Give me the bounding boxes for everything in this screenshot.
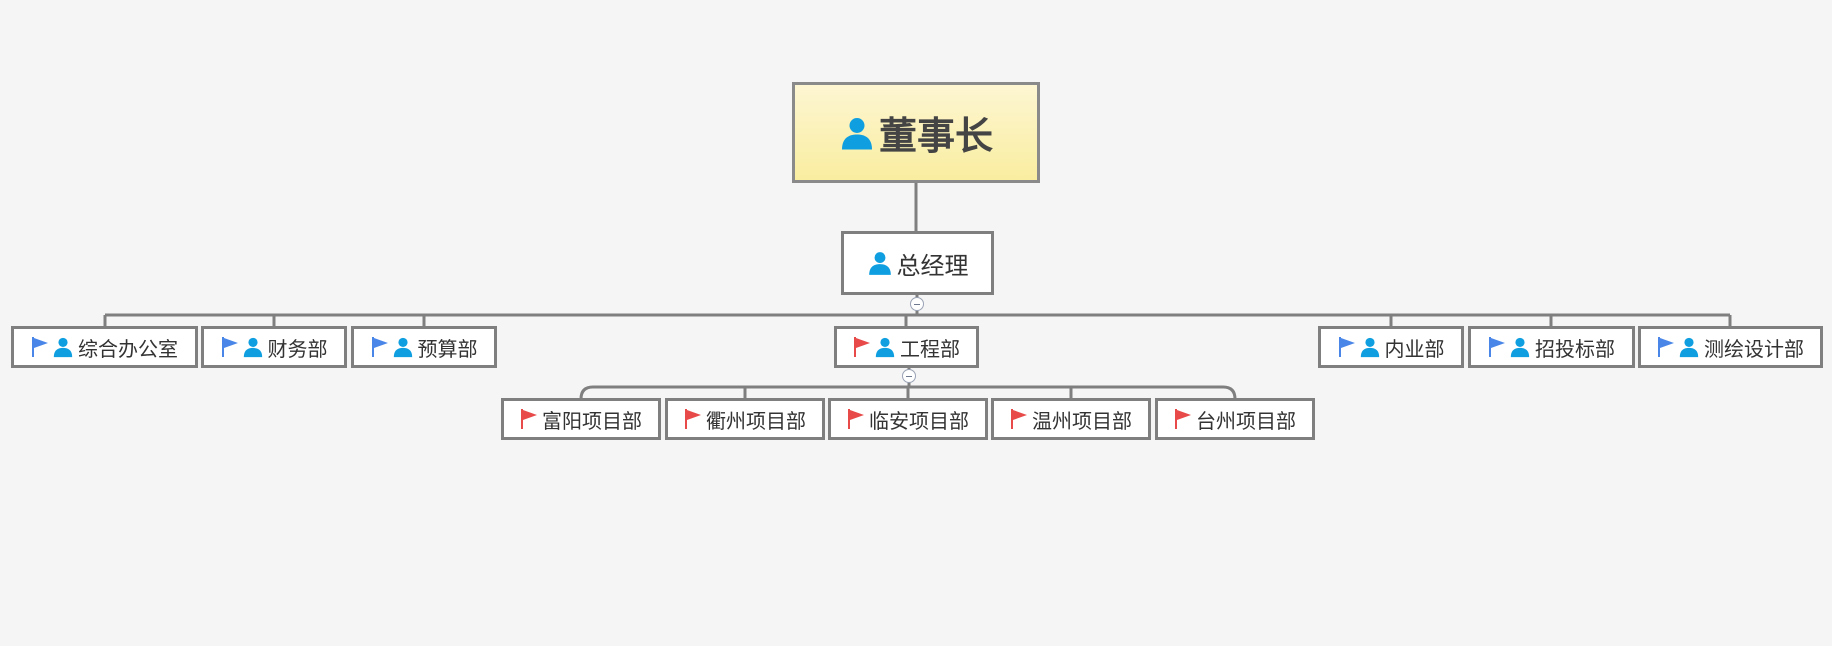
flag-blue-icon xyxy=(31,336,49,358)
node-project-fuyang[interactable]: 富阳项目部 xyxy=(501,398,661,440)
flag-blue-icon xyxy=(1338,336,1356,358)
node-label: 内业部 xyxy=(1384,336,1445,361)
collapse-toggle-engineering[interactable] xyxy=(902,369,916,383)
node-label: 工程部 xyxy=(900,336,960,361)
flag-red-icon xyxy=(520,408,538,430)
node-label: 台州项目部 xyxy=(1196,408,1296,433)
node-label: 招投标部 xyxy=(1535,336,1615,361)
node-project-quzhou[interactable]: 衢州项目部 xyxy=(665,398,825,440)
node-label: 综合办公室 xyxy=(78,336,178,361)
person-icon xyxy=(874,336,896,358)
node-label: 董事长 xyxy=(878,114,993,158)
flag-blue-icon xyxy=(371,336,389,358)
node-dept-finance[interactable]: 财务部 xyxy=(201,326,347,368)
person-icon xyxy=(1509,336,1531,358)
person-icon xyxy=(1359,336,1381,358)
node-label: 温州项目部 xyxy=(1032,408,1132,433)
node-label: 测绘设计部 xyxy=(1704,336,1804,361)
node-dept-engineering[interactable]: 工程部 xyxy=(834,326,979,368)
person-icon xyxy=(839,115,875,151)
flag-red-icon xyxy=(847,408,865,430)
node-dept-survey-design[interactable]: 测绘设计部 xyxy=(1638,326,1823,368)
node-label: 财务部 xyxy=(267,336,328,361)
node-project-taizhou[interactable]: 台州项目部 xyxy=(1155,398,1315,440)
node-general-manager[interactable]: 总经理 xyxy=(841,231,994,295)
person-icon xyxy=(1678,336,1700,358)
node-label: 衢州项目部 xyxy=(706,408,806,433)
node-dept-internal[interactable]: 内业部 xyxy=(1318,326,1464,368)
person-icon xyxy=(392,336,414,358)
node-label: 预算部 xyxy=(417,336,478,361)
node-label: 临安项目部 xyxy=(869,408,969,433)
node-project-wenzhou[interactable]: 温州项目部 xyxy=(991,398,1151,440)
flag-blue-icon xyxy=(221,336,239,358)
node-label: 富阳项目部 xyxy=(542,408,642,433)
person-icon xyxy=(242,336,264,358)
flag-blue-icon xyxy=(1488,336,1506,358)
node-dept-budget[interactable]: 预算部 xyxy=(351,326,497,368)
flag-blue-icon xyxy=(1657,336,1675,358)
collapse-toggle-gm[interactable] xyxy=(910,297,924,311)
node-label: 总经理 xyxy=(896,251,969,280)
flag-red-icon xyxy=(1010,408,1028,430)
person-icon xyxy=(52,336,74,358)
flag-red-icon xyxy=(853,336,871,358)
node-chairman[interactable]: 董事长 xyxy=(792,82,1040,183)
node-project-linan[interactable]: 临安项目部 xyxy=(828,398,988,440)
person-icon xyxy=(867,250,893,276)
flag-red-icon xyxy=(1174,408,1192,430)
node-dept-bidding[interactable]: 招投标部 xyxy=(1468,326,1635,368)
node-dept-general-office[interactable]: 综合办公室 xyxy=(11,326,198,368)
flag-red-icon xyxy=(684,408,702,430)
